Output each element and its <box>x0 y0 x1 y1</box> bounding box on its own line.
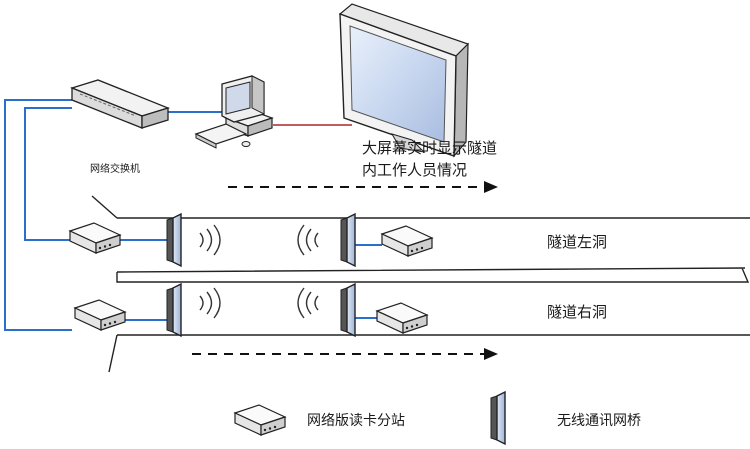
wireless-bridge-icon <box>340 213 356 267</box>
tunnel-outlines <box>91 195 750 373</box>
cable-switch-to-right-station <box>4 99 72 331</box>
legend-reader-station-icon <box>234 404 286 436</box>
card-reader-station-icon <box>74 299 126 331</box>
card-reader-station-icon <box>381 225 433 257</box>
right-tunnel-portal-edge <box>108 334 118 373</box>
large-screen-icon <box>338 3 470 158</box>
card-reader-station-icon <box>376 302 428 334</box>
left-tunnel-label: 隧道左洞 <box>547 233 608 251</box>
left-tunnel-portal-edge <box>91 195 118 219</box>
screen-caption-line2: 内工作人员情况 <box>362 161 468 179</box>
flow-arrow-head-top <box>484 181 498 193</box>
right-tunnel-label: 隧道右洞 <box>547 303 608 321</box>
network-switch-icon <box>70 79 170 129</box>
wireless-bridge-icon <box>340 283 356 337</box>
tunnel-divider-wall <box>116 267 750 283</box>
signal-wave-icon <box>199 224 319 319</box>
network-cables <box>4 99 382 331</box>
cable-switch-to-left-station <box>24 107 72 241</box>
legend-wireless-bridge-icon <box>490 391 506 445</box>
switch-label: 网络交换机 <box>90 164 140 175</box>
legend-reader-station-label: 网络版读卡分站 <box>307 413 405 429</box>
flow-arrow-head-bottom <box>484 348 498 360</box>
flow-arrow-icon <box>192 186 484 355</box>
card-reader-station-icon <box>69 222 121 254</box>
legend-wireless-bridge-label: 无线通讯网桥 <box>557 413 641 429</box>
screen-caption-line1: 大屏幕实时显示隧道 <box>362 139 498 157</box>
wireless-bridge-icon <box>166 213 182 267</box>
wireless-bridge-icon <box>166 283 182 337</box>
computer-icon <box>194 75 274 149</box>
